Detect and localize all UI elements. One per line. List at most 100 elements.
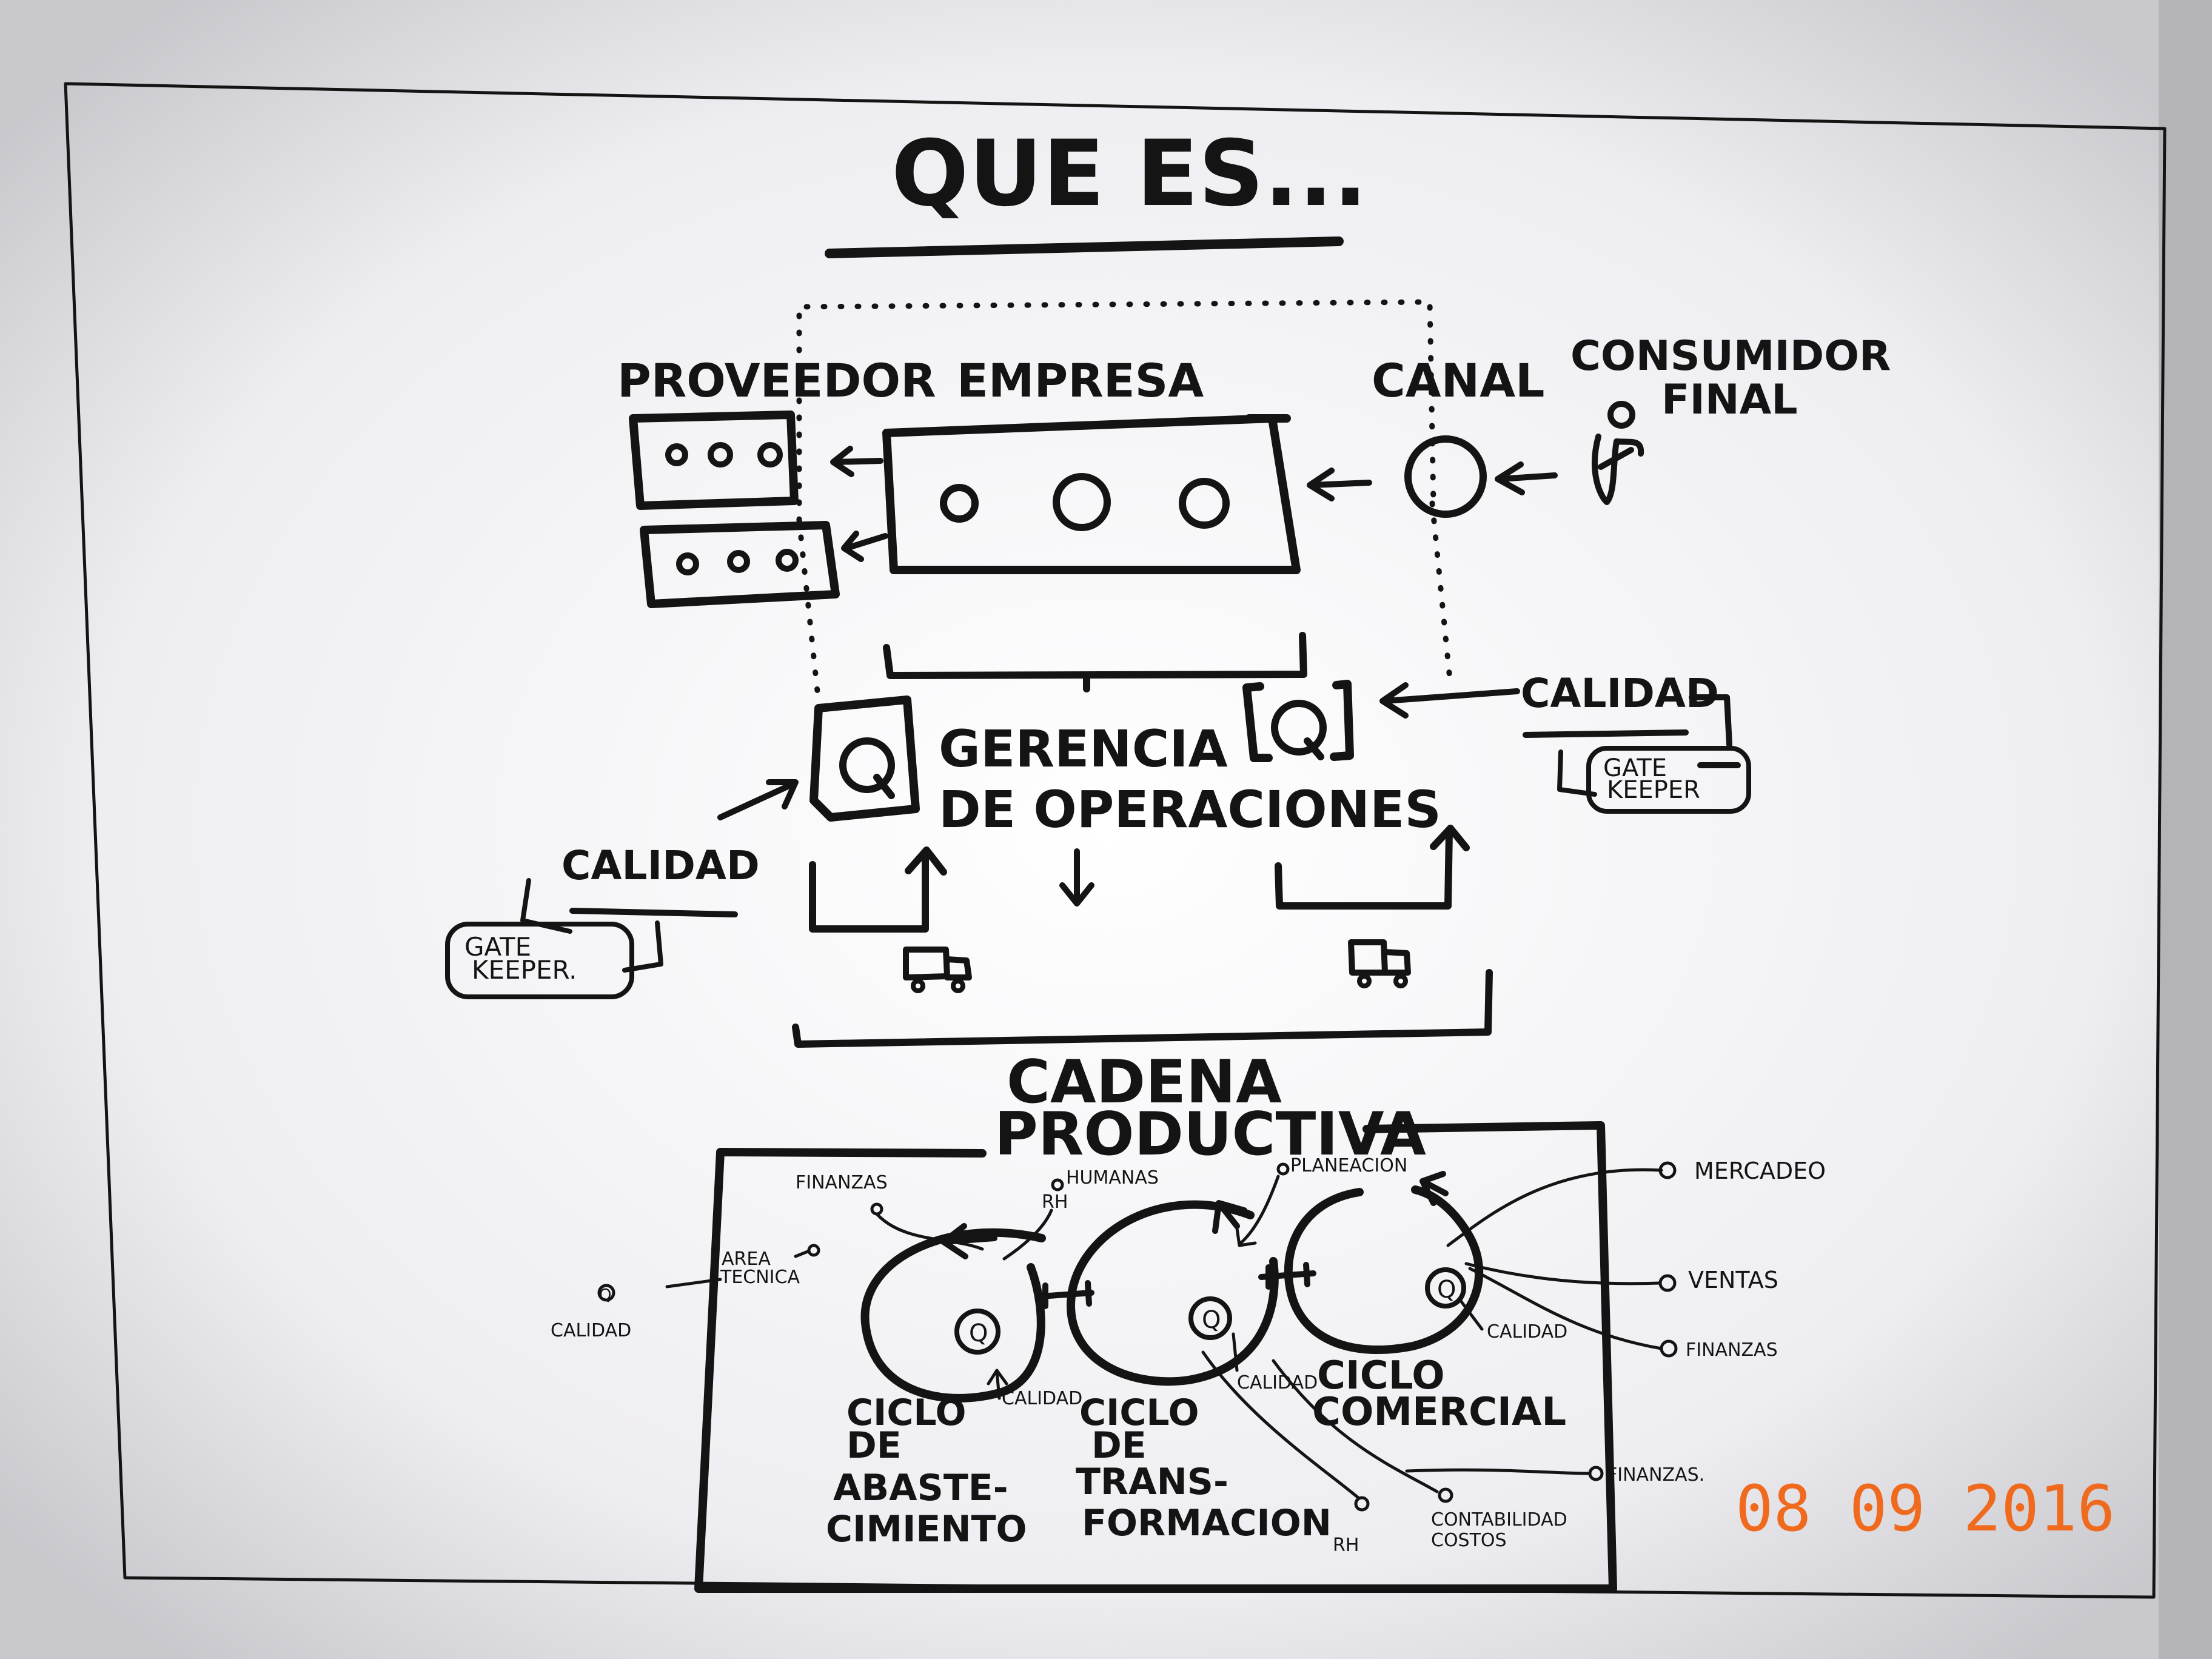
q-far-node xyxy=(597,1284,615,1302)
trans-line-1: CICLO xyxy=(1079,1392,1199,1434)
trans-line-4: FORMACION xyxy=(1082,1502,1332,1544)
arrow-empresa-to-prov2 xyxy=(841,531,888,562)
cycle-com-arrowhead xyxy=(1419,1171,1449,1206)
trans-line-2: DE xyxy=(1091,1424,1147,1467)
cycle-comercial xyxy=(1284,1185,1484,1354)
calidad-right-underline xyxy=(1523,694,1741,768)
prov2-dot-3 xyxy=(776,549,799,572)
canal-circle xyxy=(1404,435,1487,518)
mercadeo-node xyxy=(1658,1161,1677,1179)
calidad-1-arrow xyxy=(987,1369,1008,1400)
arrow-down-center xyxy=(1059,848,1094,907)
arrow-consumidor-to-canal xyxy=(1495,461,1558,495)
empresa-dot-1 xyxy=(940,484,979,523)
finanzas-r-leader xyxy=(1468,1267,1663,1350)
calidad-left-underline xyxy=(569,908,738,917)
empresa-bracket xyxy=(883,632,1307,692)
truck-right-icon xyxy=(1348,939,1411,976)
label-area: AREA xyxy=(722,1248,771,1270)
proveedor-box-2 xyxy=(640,521,840,608)
com-line-2: COMERCIAL xyxy=(1312,1390,1566,1435)
connector-abast-trans xyxy=(1037,1280,1094,1309)
label-calidad-far: CALIDAD xyxy=(551,1320,631,1341)
empresa-dot-3 xyxy=(1179,478,1230,529)
label-calidad-1: CALIDAD xyxy=(1002,1388,1082,1409)
gate-left-connector xyxy=(520,878,663,973)
q-far: Q xyxy=(599,1286,611,1304)
trans-line-3: TRANS- xyxy=(1076,1461,1228,1503)
q-c3: Q xyxy=(1437,1276,1456,1304)
cycle-com-q xyxy=(1425,1267,1466,1309)
gate-left-line-1: GATE xyxy=(464,932,531,962)
gate-keeper-right-box xyxy=(1586,746,1751,814)
calidad-3-leader xyxy=(1458,1298,1484,1331)
rh-top-leader xyxy=(1002,1208,1053,1261)
connector-trans-com xyxy=(1258,1262,1316,1290)
label-calidad-3: CALIDAD xyxy=(1487,1321,1567,1342)
page-border xyxy=(64,82,2167,1599)
label-finanzas-b: FINANZAS. xyxy=(1607,1464,1704,1486)
arrow-calidad-right xyxy=(1379,682,1520,719)
gate-left-line-2: KEEPER. xyxy=(472,955,577,985)
label-consumidor: CONSUMIDOR xyxy=(1570,332,1891,380)
empresa-dot-2 xyxy=(1053,473,1111,531)
rh-bottom-leader xyxy=(1201,1350,1360,1500)
label-planeacion: PLANEACION xyxy=(1290,1155,1407,1176)
planeacion-node xyxy=(1276,1162,1290,1176)
gerencia-line-2: DE OPERACIONES xyxy=(939,780,1441,839)
area-node xyxy=(807,1244,820,1257)
prov1-dot-3 xyxy=(757,442,783,468)
label-canal: CANAL xyxy=(1372,354,1544,407)
label-empresa: EMPRESA xyxy=(957,354,1204,407)
prov1-dot-1 xyxy=(665,443,688,466)
arrow-canal-to-empresa xyxy=(1307,468,1372,501)
truck-right-wheel-2 xyxy=(1393,974,1408,988)
label-tecnica: TECNICA xyxy=(720,1267,800,1288)
date-stamp: 08 09 2016 xyxy=(1735,1472,2115,1546)
proveedor-box-1 xyxy=(629,411,799,510)
label-mercadeo: MERCADEO xyxy=(1694,1158,1826,1184)
label-ventas: VENTAS xyxy=(1688,1267,1778,1293)
prov2-dot-2 xyxy=(727,550,750,573)
cadena-bracket xyxy=(792,969,1493,1048)
q-left-circle xyxy=(839,737,895,793)
label-costos: COSTOS xyxy=(1431,1530,1507,1551)
cadena-title-2: PRODUCTIVA xyxy=(994,1100,1426,1169)
label-final: FINAL xyxy=(1661,376,1798,424)
abast-line-3: ABASTE- xyxy=(833,1467,1008,1509)
com-line-1: CICLO xyxy=(1317,1353,1445,1398)
finanzas-tl-leader xyxy=(875,1212,984,1251)
cadena-title-1: CADENA xyxy=(1007,1048,1282,1117)
finanzas-b-leader xyxy=(1405,1468,1590,1475)
ventas-leader xyxy=(1464,1262,1662,1285)
loop-arrow-right xyxy=(1275,825,1470,910)
abast-line-2: DE xyxy=(846,1424,902,1467)
consumer-body xyxy=(1592,434,1644,505)
planeacion-leader xyxy=(1235,1175,1280,1247)
ventas-node xyxy=(1658,1274,1677,1292)
q-c2: Q xyxy=(1202,1306,1221,1334)
label-proveedor: PROVEEDOR xyxy=(617,354,936,407)
truck-left-wheel-2 xyxy=(951,979,965,993)
label-finanzas-tl: FINANZAS xyxy=(796,1172,888,1193)
q-right-circle xyxy=(1271,700,1327,756)
q-c1: Q xyxy=(969,1319,988,1347)
arrow-calidad-left xyxy=(717,779,799,820)
loop-arrow-left xyxy=(809,846,947,933)
cycle-abast-q xyxy=(954,1309,1000,1355)
cycle-trans-arrowhead xyxy=(1212,1200,1247,1234)
calidad-2-leader xyxy=(1232,1332,1239,1372)
q-left-tail xyxy=(873,774,895,799)
empresa-box xyxy=(882,414,1301,574)
truck-right-wheel-1 xyxy=(1357,974,1372,988)
label-humanas: HUMANAS xyxy=(1066,1167,1159,1188)
gerencia-line-1: GERENCIA xyxy=(939,719,1228,779)
calidad-left: CALIDAD xyxy=(561,842,760,889)
finanzas-b-node xyxy=(1588,1466,1604,1481)
contabilidad-leader xyxy=(1272,1359,1439,1493)
title: QUE ES... xyxy=(891,121,1367,227)
cycle-abastecimiento xyxy=(860,1228,1046,1403)
finanzas-r-node xyxy=(1660,1339,1678,1358)
